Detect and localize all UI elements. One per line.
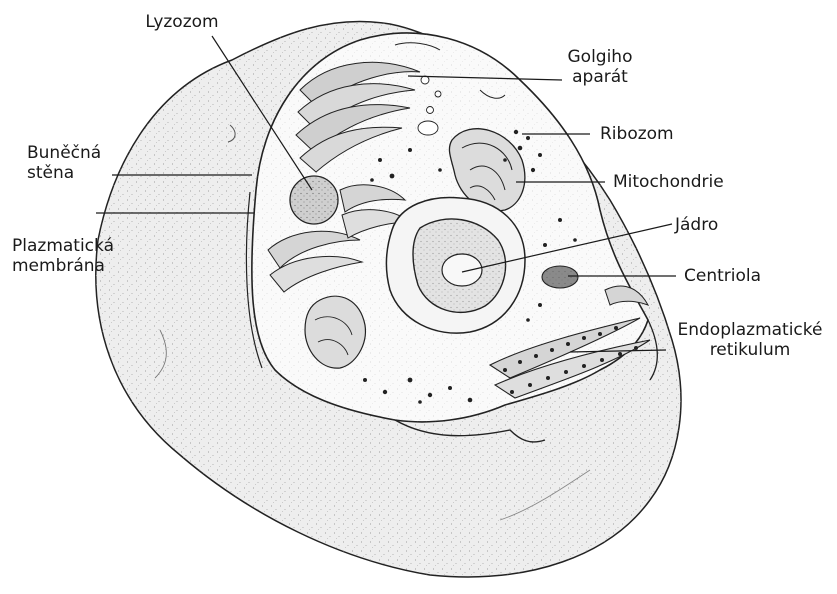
label-plasma-membrane-line1: Plazmatická: [12, 236, 114, 256]
label-ribozom: Ribozom: [600, 124, 674, 144]
label-golgi: Golgiho aparát: [560, 47, 640, 87]
label-lyzozom: Lyzozom: [128, 12, 236, 32]
centriole: [542, 266, 578, 288]
label-cell-wall-line1: Buněčná: [27, 143, 101, 163]
label-golgi-line1: Golgiho: [560, 47, 640, 67]
label-plasma-membrane-line2: membrána: [12, 256, 114, 276]
label-er: Endoplazmatické retikulum: [668, 320, 832, 360]
lysosome: [290, 176, 338, 224]
label-golgi-line2: aparát: [560, 67, 640, 87]
label-cell-wall-line2: stěna: [27, 163, 101, 183]
nucleus: [386, 197, 525, 333]
label-centriola: Centriola: [684, 266, 761, 286]
label-cell-wall: Buněčná stěna: [27, 143, 101, 183]
label-mitochondrie: Mitochondrie: [613, 172, 724, 192]
label-jadro: Jádro: [675, 215, 718, 235]
label-er-line1: Endoplazmatické: [668, 320, 832, 340]
label-er-line2: retikulum: [668, 340, 832, 360]
label-plasma-membrane: Plazmatická membrána: [12, 236, 114, 276]
